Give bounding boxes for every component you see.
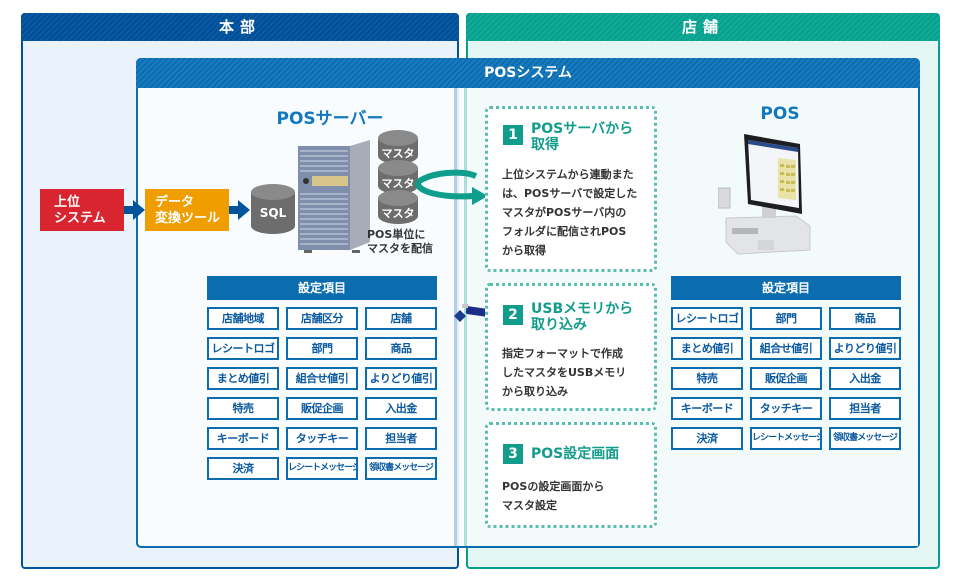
setting-item: レシートロゴ <box>207 337 279 360</box>
step-description-line: POSの設定画面から <box>502 480 605 493</box>
step-description-line: 上位システムから連動また <box>502 168 634 181</box>
server-settings-header: 設定項目 <box>207 276 437 300</box>
distribution-arrow-icon <box>415 169 488 205</box>
setting-item: 組合せ値引 <box>286 367 358 390</box>
upper-system-line1: 上位 <box>54 195 81 210</box>
pos-settings-grid: レシートロゴ部門商品まとめ値引組合せ値引よりどり値引特売販促企画入出金キーボード… <box>671 307 901 450</box>
step-description-line: したマスタをUSBメモリ <box>502 366 627 379</box>
master-database-icon: マスタ <box>378 190 418 224</box>
step-description-line: から取り込み <box>502 385 568 398</box>
step-title-line: POSサーバから <box>531 121 634 137</box>
step-title-2: USBメモリから 取り込み <box>531 301 633 333</box>
pos-settings-header: 設定項目 <box>671 276 901 300</box>
upper-system-box: 上位 システム <box>40 189 124 231</box>
upper-system-line2: システム <box>54 211 106 226</box>
setting-item: 領収書メッセージ <box>365 457 437 480</box>
step-title-line: 取り込み <box>531 317 587 333</box>
setting-item: 決済 <box>207 457 279 480</box>
step-card-2: 2 USBメモリから 取り込み 指定フォーマットで作成したマスタをUSBメモリか… <box>485 283 657 411</box>
setting-item: まとめ値引 <box>671 337 743 360</box>
setting-item: 領収書メッセージ <box>829 427 901 450</box>
setting-item: よりどり値引 <box>365 367 437 390</box>
setting-item: 部門 <box>286 337 358 360</box>
distribution-caption: POS単位に マスタを配信 <box>367 228 447 256</box>
setting-item: タッチキー <box>286 427 358 450</box>
setting-item: 店舗 <box>365 307 437 330</box>
data-tool-line1: データ <box>155 195 195 210</box>
pos-terminal-icon <box>718 134 811 255</box>
setting-item: 組合せ値引 <box>750 337 822 360</box>
setting-item: 特売 <box>671 367 743 390</box>
setting-item: 部門 <box>750 307 822 330</box>
arrow-stem <box>229 206 239 214</box>
step-number-3: 3 <box>503 444 523 464</box>
step-title-3: POS設定画面 <box>531 446 620 462</box>
setting-item: 商品 <box>829 307 901 330</box>
step-card-3: 3 POS設定画面 POSの設定画面からマスタ設定 <box>485 422 657 528</box>
step-number-1: 1 <box>503 125 523 145</box>
arrow-right-icon <box>133 200 145 220</box>
setting-item: 販促企画 <box>286 397 358 420</box>
arrow-stem <box>124 206 134 214</box>
sql-database-icon: SQL <box>251 184 295 234</box>
setting-item: よりどり値引 <box>829 337 901 360</box>
step-description-3: POSの設定画面からマスタ設定 <box>502 477 654 515</box>
setting-item: 決済 <box>671 427 743 450</box>
sql-label: SQL <box>259 206 287 220</box>
step-description-line: 指定フォーマットで作成 <box>502 347 623 360</box>
setting-item: タッチキー <box>750 397 822 420</box>
server-settings-panel: 設定項目 店舗地域店舗区分店舗レシートロゴ部門商品まとめ値引組合せ値引よりどり値… <box>207 276 437 480</box>
pos-system-header: POSシステム <box>136 58 920 88</box>
arrow-right-icon <box>238 200 250 220</box>
headquarters-header: 本部 <box>21 13 459 41</box>
setting-item: 販促企画 <box>750 367 822 390</box>
step-description-1: 上位システムから連動または、POSサーバで設定したマスタがPOSサーバ内のフォル… <box>502 165 654 260</box>
master-label: マスタ <box>381 177 415 190</box>
server-settings-grid: 店舗地域店舗区分店舗レシートロゴ部門商品まとめ値引組合せ値引よりどり値引特売販促… <box>207 307 437 480</box>
setting-item: レシートメッセージ <box>286 457 358 480</box>
setting-item: レシートロゴ <box>671 307 743 330</box>
step-title-line: 取得 <box>531 137 559 153</box>
step-description-line: マスタがPOSサーバ内の <box>502 206 627 219</box>
setting-item: まとめ値引 <box>207 367 279 390</box>
caption-line2: マスタを配信 <box>367 242 433 255</box>
master-label: マスタ <box>381 147 415 160</box>
setting-item: 担当者 <box>365 427 437 450</box>
setting-item: 店舗地域 <box>207 307 279 330</box>
data-tool-line2: 変換ツール <box>155 211 221 226</box>
step-description-line: マスタ設定 <box>502 499 557 512</box>
master-label: マスタ <box>381 207 415 220</box>
master-database-icon: マスタ <box>378 160 418 194</box>
data-conversion-tool-box: データ 変換ツール <box>145 189 229 231</box>
setting-item: 入出金 <box>829 367 901 390</box>
setting-item: 入出金 <box>365 397 437 420</box>
step-description-line: フォルダに配信されPOS <box>502 225 627 238</box>
setting-item: レシートメッセージ <box>750 427 822 450</box>
store-boundary-line <box>464 88 467 546</box>
step-description-line: から取得 <box>502 244 546 257</box>
server-tower-icon <box>298 140 370 253</box>
step-title-line: USBメモリから <box>531 301 634 317</box>
setting-item: 商品 <box>365 337 437 360</box>
step-description-line: は、POSサーバで設定した <box>502 187 638 200</box>
caption-line1: POS単位に <box>367 228 426 241</box>
store-header: 店舗 <box>466 13 940 41</box>
pos-settings-panel: 設定項目 レシートロゴ部門商品まとめ値引組合せ値引よりどり値引特売販促企画入出金… <box>671 276 901 450</box>
setting-item: 特売 <box>207 397 279 420</box>
step-description-2: 指定フォーマットで作成したマスタをUSBメモリから取り込み <box>502 344 654 401</box>
step-card-1: 1 POSサーバから 取得 上位システムから連動または、POSサーバで設定したマ… <box>485 106 657 272</box>
pos-title: POS <box>760 104 800 124</box>
master-database-icon: マスタ <box>378 130 418 164</box>
step-title-1: POSサーバから 取得 <box>531 121 633 153</box>
setting-item: キーボード <box>207 427 279 450</box>
setting-item: 店舗区分 <box>286 307 358 330</box>
pos-server-title: POSサーバー <box>276 109 384 129</box>
step-number-2: 2 <box>503 305 523 325</box>
setting-item: 担当者 <box>829 397 901 420</box>
setting-item: キーボード <box>671 397 743 420</box>
